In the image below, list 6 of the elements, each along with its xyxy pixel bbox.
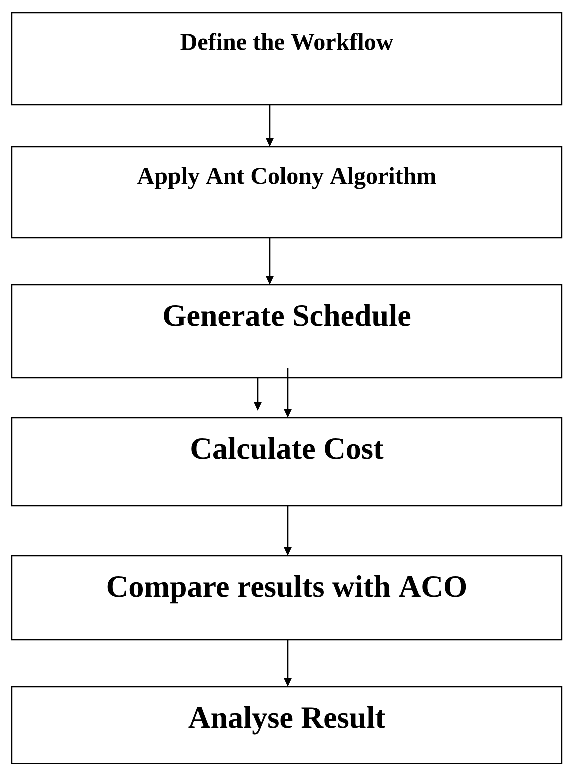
- process-box: Compare results with ACO: [11, 555, 563, 641]
- process-box: Calculate Cost: [11, 417, 563, 507]
- process-box: Apply Ant Colony Algorithm: [11, 146, 563, 239]
- process-box: Generate Schedule: [11, 284, 563, 379]
- process-box: Define the Workflow: [11, 12, 563, 106]
- process-box: Analyse Result: [11, 686, 563, 764]
